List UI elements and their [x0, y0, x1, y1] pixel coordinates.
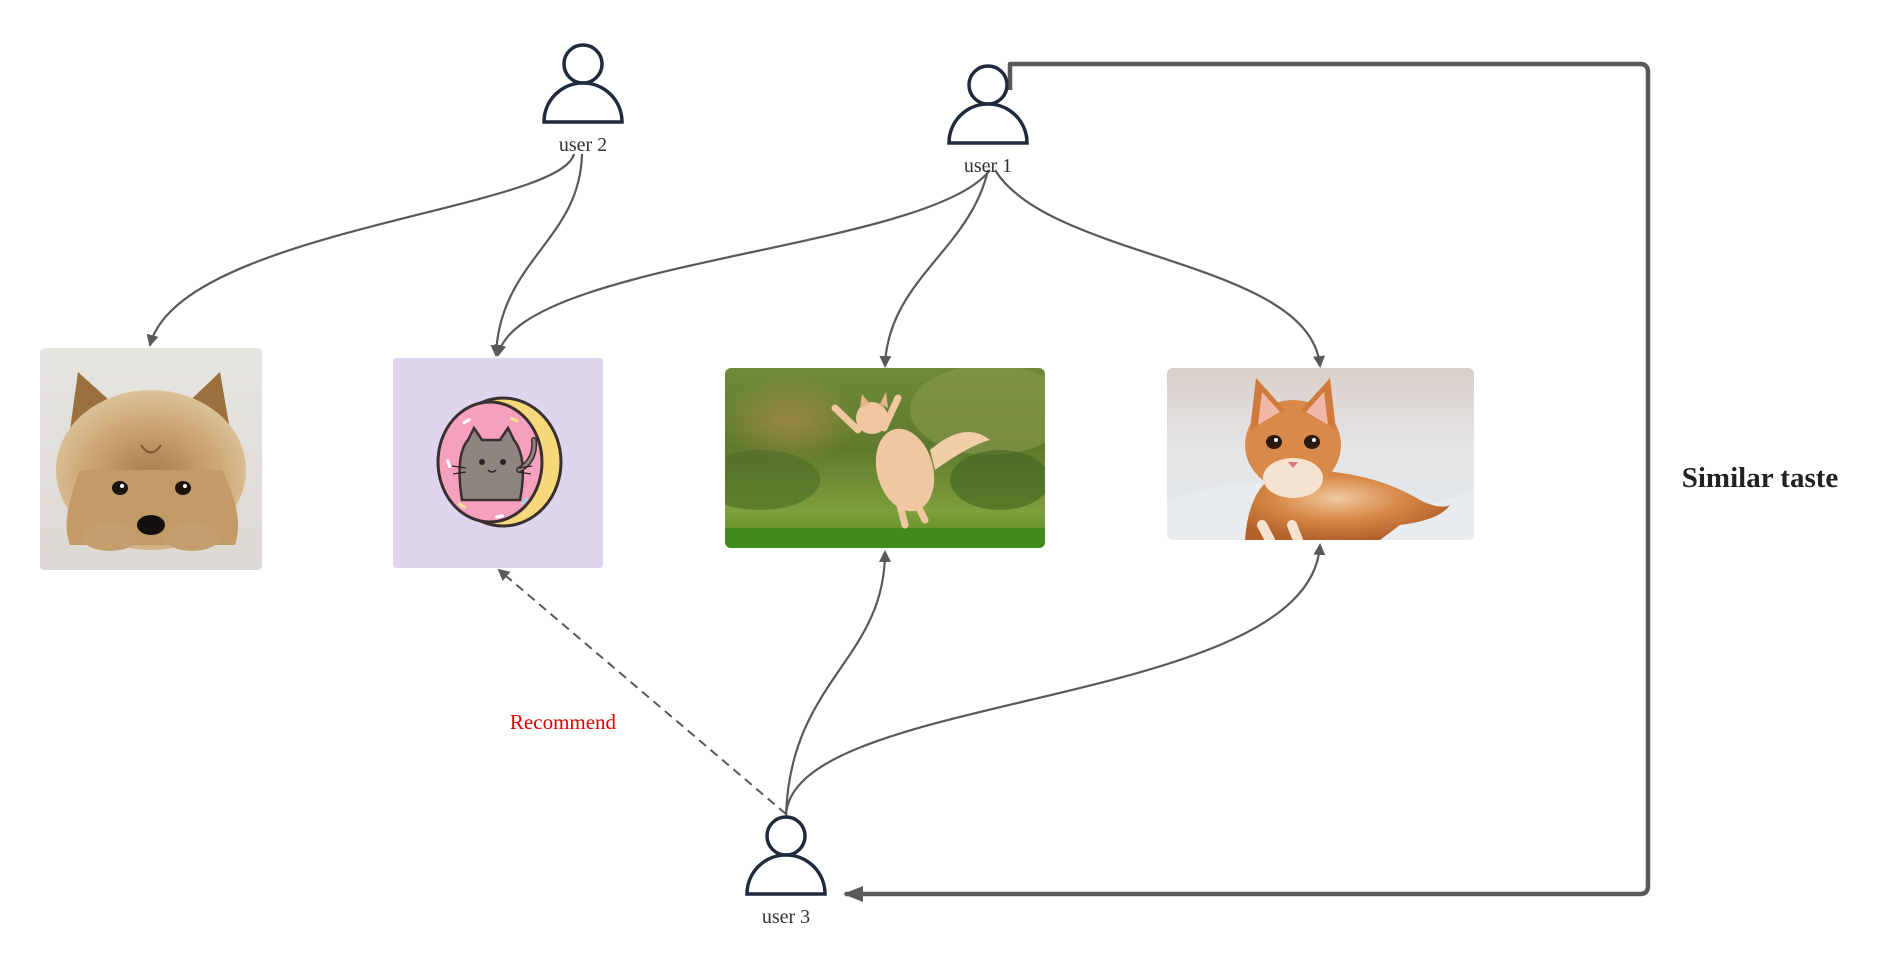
recommend-label: Recommend [510, 710, 617, 734]
edge-user1-jumping-cat [879, 169, 990, 368]
edge-user3-jumping-cat [784, 550, 891, 817]
edge-user2-donut [490, 153, 584, 357]
edge-user1-lying-cat [994, 169, 1326, 368]
similar-taste-label: Similar taste [1682, 462, 1839, 494]
user2-label: user 2 [559, 134, 607, 156]
edge-user3-lying-cat [784, 543, 1326, 817]
edge-recommend-user3-donut [497, 568, 787, 815]
pusheen-donut-illustration [393, 358, 603, 568]
user3-label: user 3 [762, 906, 810, 928]
user1-label: user 1 [964, 155, 1012, 177]
edge-user1-donut [494, 169, 991, 357]
user1-person-icon [947, 64, 1029, 145]
user2-person-icon [542, 43, 624, 124]
edge-similar-taste [843, 61, 1651, 902]
yorkshire-terrier-photo [40, 348, 262, 570]
user3-person-icon [745, 815, 827, 896]
user2-node[interactable]: user 2 [542, 43, 624, 156]
user3-node[interactable]: user 3 [745, 815, 827, 928]
edge-user2-dog [146, 153, 576, 347]
lying-ginger-cat-photo [1167, 368, 1474, 540]
user1-node[interactable]: user 1 [947, 64, 1029, 177]
jumping-cat-photo [725, 368, 1045, 548]
